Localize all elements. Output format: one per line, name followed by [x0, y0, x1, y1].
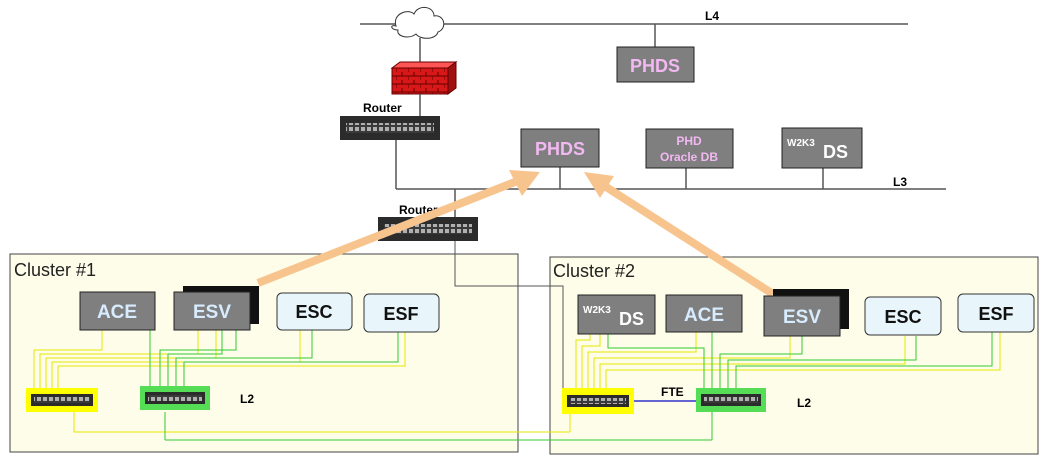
fte-label: FTE: [661, 385, 684, 399]
cluster2-esv-node: ESV: [763, 289, 849, 337]
cluster2-esc-node: ESC: [864, 296, 942, 336]
svg-text:PHDS: PHDS: [535, 139, 585, 159]
svg-text:ESV: ESV: [193, 302, 231, 323]
cluster2-switch-yellow: [562, 388, 634, 414]
svg-text:DS: DS: [619, 309, 644, 329]
cluster1-switch-green: [140, 386, 210, 410]
cluster2-switch-green: [696, 388, 766, 412]
router-top-label: Router: [363, 101, 402, 115]
svg-text:Oracle DB: Oracle DB: [660, 150, 718, 164]
cluster1-ace-node: ACE: [79, 291, 156, 331]
svg-text:PHD: PHD: [676, 134, 702, 148]
w2k3-ds-server-l3: W2K3 DS: [781, 127, 863, 169]
data-flow-arrow-cluster2: [584, 172, 776, 298]
svg-text:W2K3: W2K3: [787, 138, 815, 149]
router-top-icon: [340, 116, 440, 140]
svg-text:ACE: ACE: [97, 302, 137, 323]
cluster1-green-links: [149, 330, 713, 441]
cluster2-ace-node: ACE: [665, 294, 743, 333]
svg-text:ESC: ESC: [295, 302, 332, 322]
cluster2-esf-node: ESF: [957, 293, 1035, 333]
svg-text:ACE: ACE: [684, 305, 724, 326]
cluster2-title: Cluster #2: [553, 261, 635, 281]
svg-text:ESV: ESV: [783, 307, 821, 328]
cluster1-switch-yellow: [26, 388, 98, 412]
router-mid-to-cluster2: [454, 241, 564, 390]
internet-cloud-icon: [391, 7, 445, 39]
cluster2-l2-label: L2: [797, 396, 811, 410]
cluster1-esv-node: ESV: [173, 286, 259, 331]
cluster1-esc-node: ESC: [276, 292, 353, 331]
svg-text:PHDS: PHDS: [630, 56, 680, 76]
cluster1-area: [9, 253, 519, 453]
phd-oracle-db-server: PHD Oracle DB: [645, 128, 734, 169]
svg-text:W2K3: W2K3: [583, 305, 611, 316]
cluster2-w2k3-ds-node: W2K3 DS: [577, 294, 656, 335]
cluster1-title: Cluster #1: [14, 260, 96, 280]
cluster2-area: [549, 256, 1039, 455]
firewall-icon: [390, 61, 458, 95]
cluster2-green-links: [607, 332, 993, 390]
cluster1-l2-label: L2: [240, 392, 254, 406]
svg-text:ESF: ESF: [978, 304, 1013, 324]
phds-server-l4: PHDS: [616, 46, 695, 83]
svg-text:ESF: ESF: [383, 304, 418, 324]
svg-text:ESC: ESC: [884, 307, 921, 327]
cluster1-esf-node: ESF: [363, 293, 440, 333]
phds-server-l3: PHDS: [520, 128, 600, 168]
l4-label: L4: [705, 9, 719, 23]
svg-text:DS: DS: [823, 142, 848, 162]
cluster2-yellow-links: [575, 332, 1001, 390]
data-flow-arrow-cluster1: [256, 170, 540, 287]
l3-label: L3: [893, 175, 907, 189]
